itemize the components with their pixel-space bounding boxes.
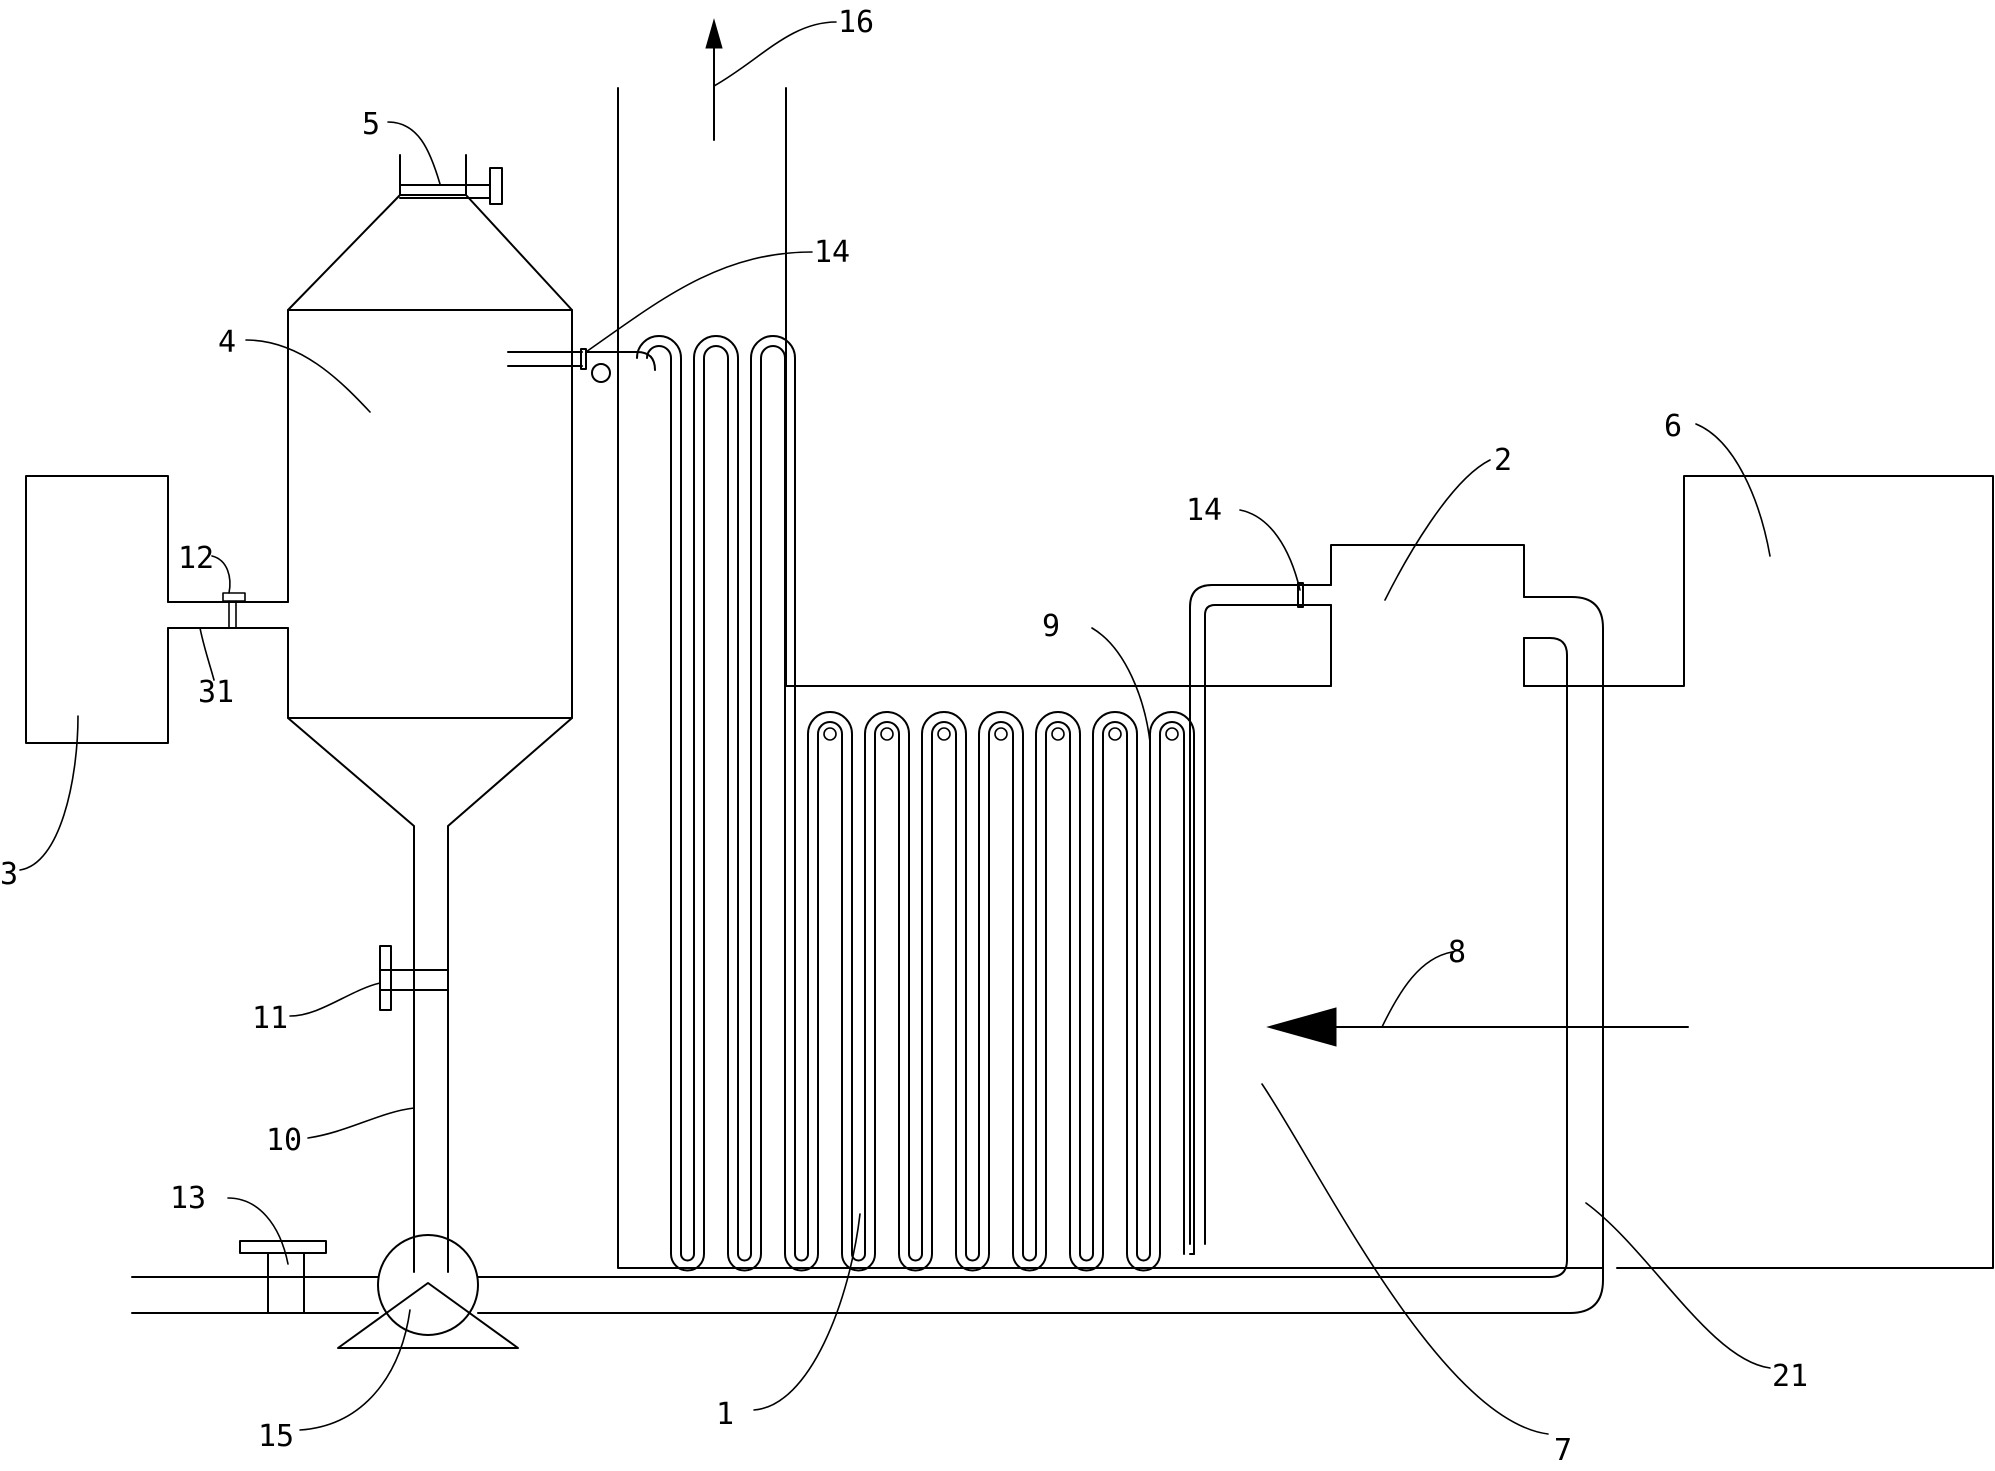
side-box-3: [25, 475, 169, 744]
coil-1-inner-wall: [646, 345, 1185, 1272]
label-13: 13: [170, 1181, 206, 1216]
leader-8: [1381, 951, 1453, 1028]
coil-1-inlet-connection: [585, 351, 656, 371]
label-9: 9: [1042, 609, 1060, 644]
coil-tube-end-circle: [1051, 727, 1065, 741]
valve-13-handle: [239, 1240, 327, 1254]
leader-14-upper: [585, 251, 813, 353]
box-2: [1330, 544, 1525, 687]
coil-1-group: [585, 335, 1206, 1272]
coil-1-outer-wall: [636, 335, 1195, 1262]
leader-15: [299, 1309, 411, 1431]
label-3: 3: [0, 857, 18, 892]
label-10: 10: [266, 1123, 302, 1158]
valve-12: [222, 592, 246, 602]
exhaust-arrow-16-head: [705, 18, 723, 49]
label-7: 7: [1554, 1433, 1572, 1468]
pump-15-base: [337, 1282, 519, 1349]
leader-6: [1695, 423, 1771, 557]
coil-feed-pipe-outer: [1189, 584, 1332, 687]
leader-4: [245, 339, 371, 413]
pump-15-circle: [377, 1234, 479, 1336]
label-12: 12: [178, 541, 214, 576]
flow-arrow-8-head: [1266, 1007, 1337, 1047]
outlet-bend-circle: [591, 363, 611, 383]
coil-1-riser-pipe: [1189, 685, 1206, 1245]
label-2: 2: [1494, 443, 1512, 478]
label-5: 5: [362, 107, 380, 142]
fitting-14-upper: [580, 348, 587, 370]
leader-3: [19, 715, 79, 871]
fitting-14-lower: [1297, 582, 1304, 608]
leader-5: [387, 121, 441, 185]
label-31: 31: [198, 675, 234, 710]
coil-tube-end-circle: [1108, 727, 1122, 741]
label-1: 1: [716, 1397, 734, 1432]
coil-tube-end-circle: [823, 727, 837, 741]
leader-13: [227, 1197, 289, 1265]
label-4: 4: [218, 325, 236, 360]
leader-1: [753, 1213, 861, 1411]
vessel-4-body: [287, 194, 573, 1273]
chimney-16-right-wall: [785, 87, 1332, 687]
label-11: 11: [252, 1001, 288, 1036]
label-14-upper: 14: [814, 235, 850, 270]
leader-16: [713, 21, 837, 87]
leader-10: [307, 1107, 415, 1139]
coil-tube-end-circle: [880, 727, 894, 741]
leader-11: [289, 982, 381, 1017]
vessel-4-left-lower: [287, 627, 415, 1273]
leader-2: [1384, 459, 1491, 601]
duct-6: [1523, 475, 1994, 1269]
leader-12: [211, 555, 231, 594]
coil-tube-end-circle: [937, 727, 951, 741]
label-16: 16: [838, 5, 874, 40]
return-pipe-21-outer: [477, 596, 1604, 1314]
leader-21: [1585, 1202, 1771, 1369]
coil-tube-end-circle: [994, 727, 1008, 741]
coil-tube-end-circle: [1165, 727, 1179, 741]
label-14-lower: 14: [1186, 493, 1222, 528]
label-15: 15: [258, 1419, 294, 1454]
label-21: 21: [1772, 1359, 1808, 1394]
return-pipe-21-inner: [477, 637, 1568, 1278]
leader-31: [199, 627, 215, 681]
valve-11-handle: [379, 945, 392, 1011]
leader-9: [1091, 627, 1151, 743]
valve-5-handle: [489, 167, 503, 205]
label-6: 6: [1664, 409, 1682, 444]
leader-14-lower: [1239, 509, 1301, 591]
label-8: 8: [1448, 935, 1466, 970]
leader-7: [1261, 1083, 1549, 1435]
coil-feed-pipe-inner: [1204, 604, 1332, 687]
chimney-16-left-wall: [617, 87, 1568, 1269]
